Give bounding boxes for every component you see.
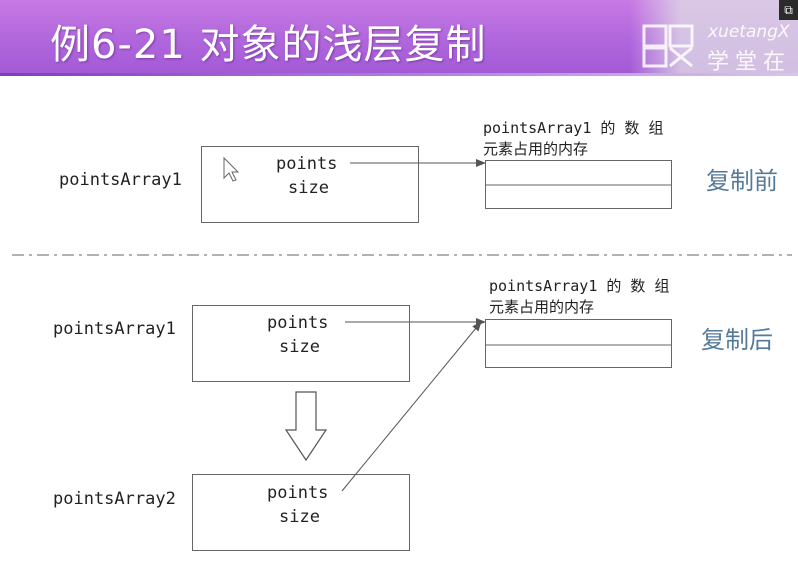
- after-state-label: 复制后: [701, 326, 773, 354]
- before-field-points: points: [276, 154, 338, 174]
- header-divider: [0, 73, 798, 76]
- after-field-points: points: [267, 313, 329, 333]
- after-memory-block: [485, 319, 672, 368]
- before-field-size: size: [288, 178, 329, 198]
- mouse-cursor-icon: [223, 156, 240, 182]
- before-state-label: 复制前: [706, 167, 778, 195]
- after-points2-arrow: [341, 321, 482, 492]
- copy-down-arrow: [284, 391, 328, 462]
- watermark-brand: xuetangX: [708, 22, 790, 42]
- after-object1-label: pointsArray1: [53, 319, 176, 339]
- after-object1-box: [192, 305, 410, 382]
- before-object-label: pointsArray1: [59, 170, 182, 190]
- after-field-points-2: points: [267, 483, 329, 503]
- after-memory-label-line1: pointsArray1 的 数 组: [489, 277, 670, 295]
- after-object2-box: [192, 474, 410, 551]
- after-field-size: size: [279, 337, 320, 357]
- before-object-box: [201, 146, 419, 223]
- before-memory-label-line1: pointsArray1 的 数 组: [483, 119, 664, 137]
- after-field-size-2: size: [279, 507, 320, 527]
- watermark-brand-cn: 学堂在: [707, 50, 792, 75]
- slide-title: 例6-21 对象的浅层复制: [50, 22, 487, 68]
- before-memory-label-line2: 元素占用的内存: [483, 140, 589, 158]
- after-object2-label: pointsArray2: [53, 489, 176, 509]
- after-memory-label-line2: 元素占用的内存: [489, 298, 595, 316]
- xuetangx-logo-icon: [642, 24, 694, 68]
- watermark: [630, 0, 798, 73]
- window-corner-icon[interactable]: ⧉: [779, 0, 798, 20]
